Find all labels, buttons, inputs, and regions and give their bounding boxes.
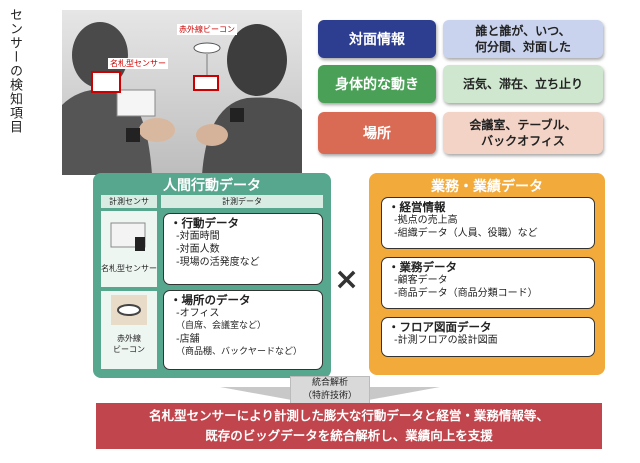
category-location-desc: 会議室、テーブル、 バックオフィス (443, 112, 603, 154)
column-header-sensor: 計測センサ (101, 195, 157, 208)
box-item: -店舗 (176, 334, 200, 345)
box-item: -拠点の売上高 (394, 215, 458, 226)
category-label: 対面情報 (349, 32, 405, 48)
box-item: -オフィス (176, 308, 220, 319)
sensor2-line2: ビーコン (113, 345, 145, 354)
photo-people-illustration: 名札型センサー 赤外線ビーコン (62, 10, 302, 175)
name-tag-sensor-label: 名札型センサー (108, 58, 168, 69)
box-item: -対面時間 (176, 231, 220, 242)
human-panel-title: 人間行動データ (163, 178, 261, 194)
box-title: ・フロア図面データ (388, 320, 492, 334)
category-body-movement-desc: 活気、滞在、立ち止り (443, 65, 603, 103)
floor-plan-data-box: ・フロア図面データ -計測フロアの設計図面 (381, 317, 595, 357)
location-data-box: ・場所のデータ -オフィス （自席、会議室など） -店舗 （商品棚、バックヤード… (163, 290, 323, 370)
sensor2-label: 赤外線 ビーコン (101, 333, 157, 355)
box-title: ・経営情報 (388, 200, 446, 214)
summary-banner: 名札型センサーにより計測した膨大な行動データと経営・業務情報等、 既存のビッグデ… (96, 403, 602, 449)
multiply-icon: × (334, 262, 360, 297)
infrared-beacon-label: 赤外線ビーコン (177, 24, 237, 35)
box-title: ・業務データ (388, 260, 457, 274)
sensor-cell-beacon: 赤外線 ビーコン (101, 291, 157, 369)
people-photo (62, 10, 302, 175)
column-header-data: 計測データ (161, 195, 323, 208)
integrated-analysis-label: 統合解析 （特許技術） (290, 376, 370, 408)
management-info-box: ・経営情報 -拠点の売上高 -組織データ（人員、役職）など (381, 197, 595, 249)
box-item: -対面人数 (176, 244, 220, 255)
category-face-to-face: 対面情報 (318, 20, 436, 58)
box-title: ・場所のデータ (170, 293, 251, 307)
box-item: -組織データ（人員、役職）など (394, 228, 538, 239)
box-item: -現場の活発度など (176, 257, 260, 268)
arrow-line1: 統合解析 (311, 378, 348, 388)
sensor-cell-name-tag: 名札型センサー (101, 211, 157, 287)
name-tag-sensor-icon (110, 222, 146, 251)
sensor1-label: 名札型センサー (101, 264, 157, 273)
category-body-movement: 身体的な動き (318, 65, 436, 103)
category-label: 場所 (363, 126, 391, 142)
category-location: 場所 (318, 112, 436, 154)
category-face-to-face-desc: 誰と誰が、いつ、 何分間、対面した (443, 20, 603, 58)
box-item: （商品棚、バックヤードなど） (176, 347, 303, 357)
vertical-heading: センサーの検知項目 (7, 8, 22, 134)
box-item: -計測フロアの設計図面 (394, 335, 498, 346)
arrow-line2: （特許技術） (302, 391, 357, 401)
business-panel-title: 業務・業績データ (431, 179, 543, 195)
sensor2-line1: 赤外線 (117, 334, 141, 343)
box-title: ・行動データ (170, 216, 239, 230)
box-item: （自席、会議室など） (176, 321, 267, 331)
operations-data-box: ・業務データ -顧客データ -商品データ（商品分類コード） (381, 257, 595, 309)
behavior-data-box: ・行動データ -対面時間 -対面人数 -現場の活発度など (163, 213, 323, 285)
beacon-icon (111, 295, 147, 325)
business-data-panel: 業務・業績データ ・経営情報 -拠点の売上高 -組織データ（人員、役職）など ・… (369, 173, 605, 375)
box-item: -商品データ（商品分類コード） (394, 288, 538, 299)
category-label: 身体的な動き (335, 77, 419, 93)
human-behavior-data-panel: 人間行動データ 計測センサ 計測データ 名札型センサー 赤外線 ビーコン ・行動… (93, 173, 331, 378)
box-item: -顧客データ (394, 275, 448, 286)
